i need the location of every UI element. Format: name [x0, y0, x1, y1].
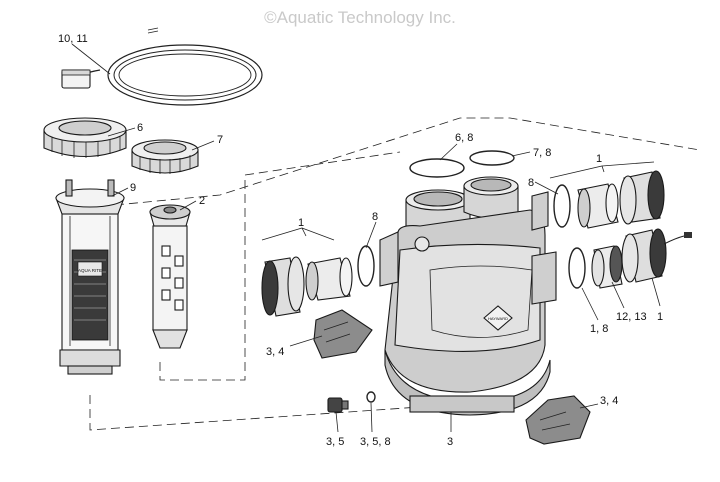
callout-12-13: 12, 13: [616, 311, 647, 323]
callout-labels: 10, 11 6 7 9 2 6, 8 7, 8 1 8 1 8 3, 4 3 …: [58, 33, 663, 448]
callout-7-8: 7, 8: [533, 147, 551, 159]
callout-1-left: 1: [298, 217, 304, 229]
mounting-bracket-right: [525, 395, 591, 445]
callout-8-right: 8: [528, 177, 534, 189]
cartridge-part-2: [149, 204, 191, 349]
callout-9: 9: [130, 182, 136, 194]
callout-7: 7: [217, 134, 223, 146]
callout-1-top-right: 1: [596, 153, 602, 165]
callout-6-8: 6, 8: [455, 132, 473, 144]
callout-2: 2: [199, 195, 205, 207]
left-union-assembly: [261, 245, 375, 317]
callout-10-11: 10, 11: [58, 33, 88, 45]
cap-part-6: [43, 117, 127, 158]
mounting-bracket-left: [313, 309, 373, 359]
callout-6: 6: [137, 122, 143, 134]
right-union-assembly-top: [553, 170, 665, 229]
body-brand-label: HAYWARD: [488, 316, 508, 321]
callout-3-4-right: 3, 4: [600, 395, 618, 407]
leader-lines: [71, 43, 661, 433]
small-o-ring-part: [366, 391, 376, 403]
callout-1-8: 1, 8: [590, 323, 608, 335]
valve-body-part-3: HAYWARD: [379, 176, 557, 416]
cap-part-7: [131, 139, 199, 174]
salt-cell-part-9: AQUA RITE: [55, 179, 125, 375]
callout-8-left: 8: [372, 211, 378, 223]
callout-1-bottom-right: 1: [657, 311, 663, 323]
cell-brand-label: AQUA RITE: [78, 268, 102, 273]
right-union-assembly-bottom: [568, 228, 692, 289]
callout-3-4-left: 3, 4: [266, 346, 284, 358]
copyright-watermark: ©Aquatic Technology Inc.: [264, 8, 456, 27]
assembly-dashed-lines: [89, 117, 701, 431]
callout-3-5-8: 3, 5, 8: [360, 436, 391, 448]
o-rings-top: [409, 150, 515, 178]
drain-plug-part: [327, 397, 349, 413]
callout-3: 3: [447, 436, 453, 448]
callout-3-5: 3, 5: [326, 436, 344, 448]
cable-assembly-part: [61, 27, 263, 106]
